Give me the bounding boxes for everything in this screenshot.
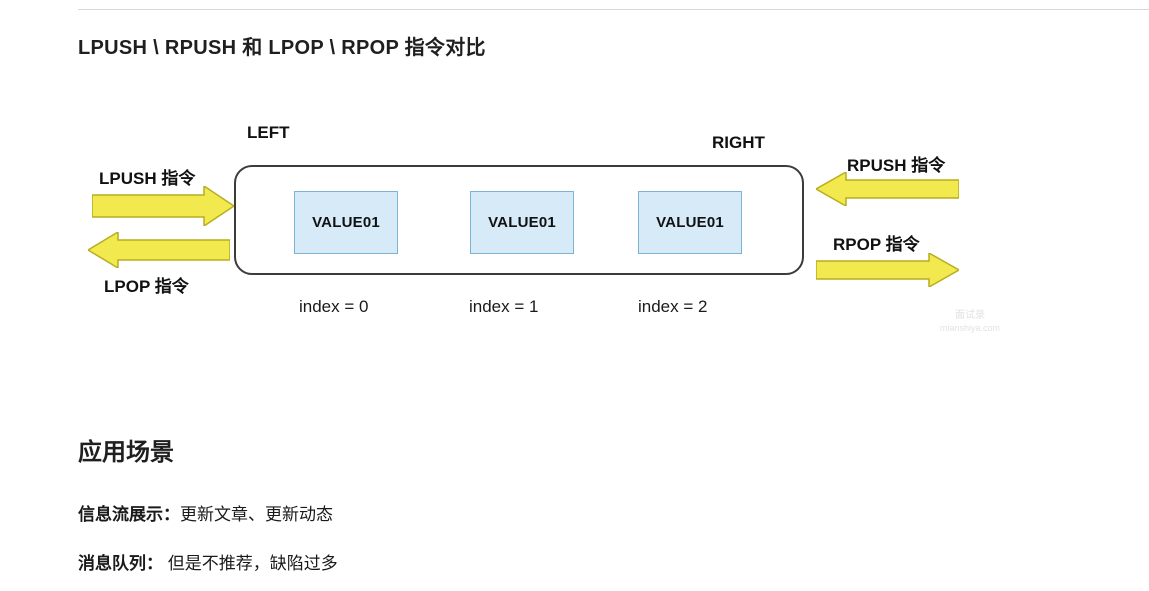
watermark-line-2: mianshiya.com (939, 323, 1001, 333)
content-item-desc: 更新文章、更新动态 (180, 505, 333, 524)
lpush-command-label: LPUSH 指令 (99, 169, 196, 188)
rpush-arrow-icon (816, 172, 959, 206)
list-item: VALUE01 (470, 191, 574, 254)
index-label: index = 2 (638, 297, 708, 316)
page-title: LPUSH \ RPUSH 和 LPOP \ RPOP 指令对比 (78, 37, 486, 59)
right-end-label: RIGHT (712, 133, 765, 152)
top-divider (78, 9, 1149, 10)
section-heading: 应用场景 (78, 439, 174, 466)
list-item: VALUE01 (294, 191, 398, 254)
rpop-command-label: RPOP 指令 (833, 235, 920, 254)
left-end-label: LEFT (247, 123, 290, 142)
content-item: 消息队列： 但是不推荐，缺陷过多 (78, 549, 338, 574)
lpush-arrow-icon (92, 186, 234, 226)
content-item-term: 信息流展示： (78, 505, 180, 524)
content-item: 信息流展示：更新文章、更新动态 (78, 500, 333, 525)
watermark: 面试录 mianshiya.com (930, 310, 1010, 334)
lpop-command-label: LPOP 指令 (104, 277, 189, 296)
content-item-term: 消息队列： (78, 554, 163, 573)
content-item-desc: 但是不推荐，缺陷过多 (163, 554, 338, 573)
rpop-arrow-icon (816, 253, 959, 287)
list-item: VALUE01 (638, 191, 742, 254)
lpop-arrow-icon (88, 232, 230, 268)
index-label: index = 0 (299, 297, 369, 316)
index-label: index = 1 (469, 297, 539, 316)
watermark-line-1: 面试录 (955, 310, 985, 321)
list-structure-diagram: LEFT RIGHT VALUE01 VALUE01 VALUE01 index… (88, 123, 1010, 334)
rpush-command-label: RPUSH 指令 (847, 156, 946, 175)
